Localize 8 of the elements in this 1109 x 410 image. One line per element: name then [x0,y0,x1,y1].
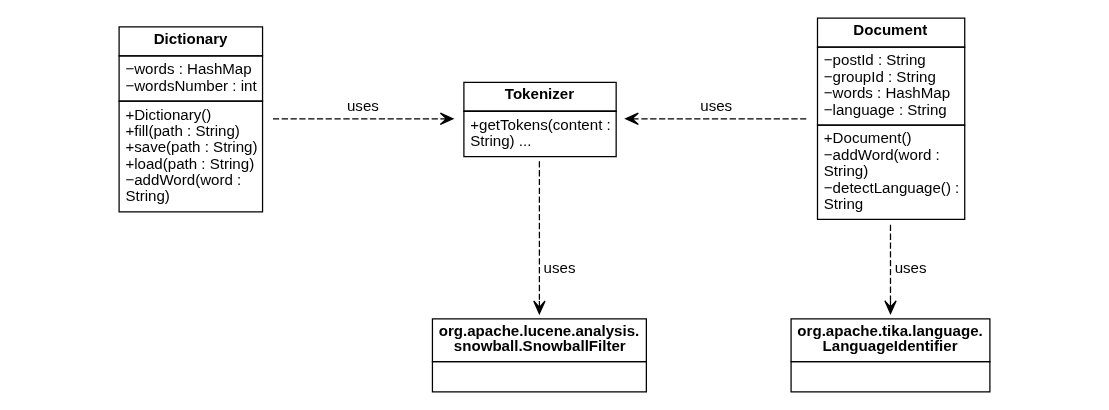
arrow [272,112,454,126]
arrow [533,160,546,315]
edge-label: uses [894,259,927,277]
arrow [625,112,807,126]
edge-label: uses [543,259,576,277]
edge-label: uses [346,96,379,114]
arrow [884,224,897,314]
edge-label: uses [700,96,733,114]
